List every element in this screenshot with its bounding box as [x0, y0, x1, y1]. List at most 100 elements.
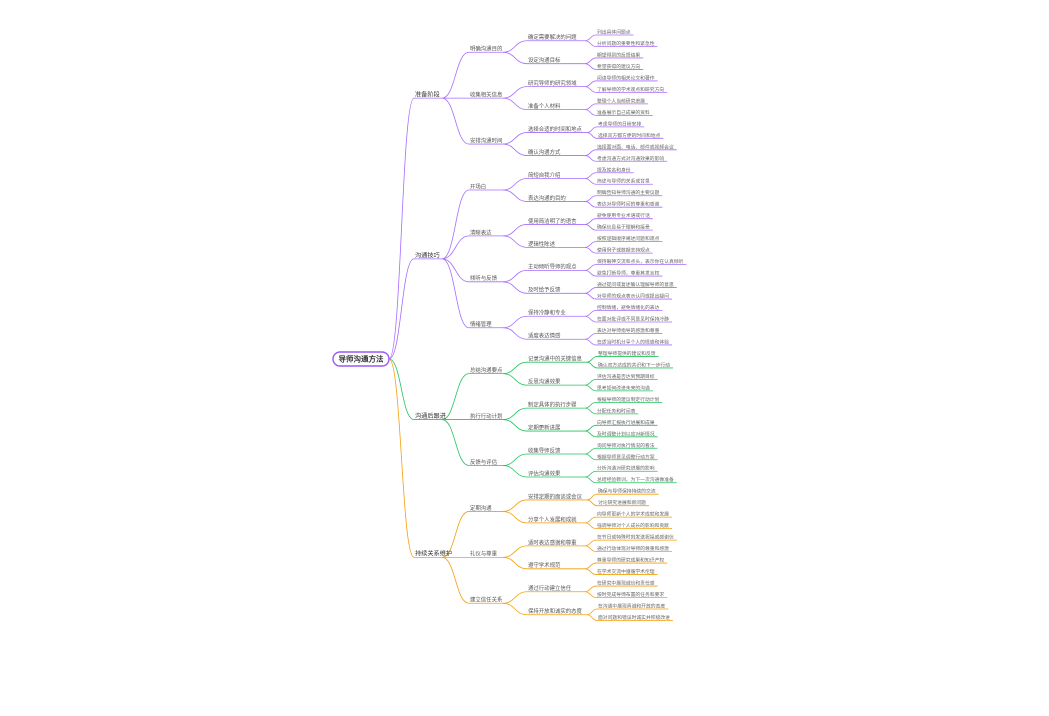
root-node[interactable]: 导师沟通方法: [332, 351, 390, 367]
leaf-label[interactable]: 简述与导师的关系或背景: [597, 178, 650, 185]
subtopic-label[interactable]: 保持冷静和专业: [528, 309, 566, 317]
leaf-label[interactable]: 选择面对面、电话、邮件或视频会议: [597, 143, 674, 150]
leaf-label[interactable]: 明确告知导师沟通的主要议题: [597, 189, 660, 196]
leaf-label[interactable]: 使用例子或数据支持观点: [597, 247, 650, 254]
leaf-label[interactable]: 在适当时机分享个人的情感和体验: [597, 338, 669, 345]
subtopic-label[interactable]: 使用简洁明了的语言: [528, 217, 577, 225]
topic-label[interactable]: 反馈与评估: [470, 458, 498, 466]
leaf-label[interactable]: 保持眼神交流和点头，表示你在认真倾听: [597, 258, 684, 265]
leaf-label[interactable]: 阅读导师的相关论文和著作: [597, 74, 655, 81]
branch-label[interactable]: 持续关系维护: [415, 550, 452, 558]
leaf-label[interactable]: 了解导师的学术观点和研究方向: [597, 86, 664, 93]
leaf-label[interactable]: 尊重导师的研究成果和知识产权: [597, 557, 664, 564]
topic-label[interactable]: 倾听与反馈: [470, 274, 498, 282]
leaf-label[interactable]: 希望获得的建议方向: [597, 63, 640, 70]
topic-label[interactable]: 清晰表达: [470, 228, 492, 236]
leaf-label[interactable]: 分析问题的重要性和紧急性: [597, 40, 655, 47]
subtopic-label[interactable]: 分享个人发展和成就: [528, 515, 577, 523]
subtopic-label[interactable]: 保持开放和诚实的态度: [528, 607, 583, 615]
leaf-label[interactable]: 准备展示自己成果的资料: [597, 109, 650, 116]
leaf-label[interactable]: 向导师更新个人的学术成就和发展: [597, 511, 669, 518]
leaf-label[interactable]: 考虑导师的日程安排: [598, 120, 641, 127]
leaf-label[interactable]: 面对问题和错误时诚实并积极改进: [598, 614, 670, 621]
leaf-label[interactable]: 分配任务和时间表: [597, 407, 636, 414]
leaf-label[interactable]: 列出具体问题点: [597, 29, 631, 36]
leaf-label[interactable]: 强调导师对个人成长的影响和贡献: [597, 522, 669, 529]
subtopic-label[interactable]: 确认沟通方式: [528, 148, 561, 156]
topic-label[interactable]: 执行行动计划: [470, 412, 502, 420]
leaf-label[interactable]: 通过提问或复述确认理解导师的意思: [597, 281, 674, 288]
leaf-label[interactable]: 控制情绪，避免情绪化的表达: [597, 304, 660, 311]
subtopic-label[interactable]: 研究导师的研究领域: [528, 79, 577, 87]
subtopic-label[interactable]: 收集导师反馈: [528, 446, 561, 454]
leaf-label[interactable]: 在学术交流中遵循学术伦理: [597, 568, 655, 575]
subtopic-label[interactable]: 设定沟通目标: [528, 56, 561, 64]
leaf-label[interactable]: 在节日或特殊时刻发送祝福或感谢信: [597, 534, 674, 541]
subtopic-label[interactable]: 遵守学术规范: [528, 561, 561, 569]
topic-label[interactable]: 安排沟通时间: [470, 136, 502, 144]
topic-label[interactable]: 开场白: [470, 182, 486, 190]
subtopic-label[interactable]: 定期更新进展: [528, 423, 561, 431]
leaf-label[interactable]: 确保信息易于理解和接受: [597, 224, 650, 231]
leaf-label[interactable]: 根据导师意见调整行动方案: [597, 453, 655, 460]
leaf-label[interactable]: 向导师汇报执行进展和成果: [597, 419, 655, 426]
leaf-label[interactable]: 在沟通中展现真诚和开放的态度: [598, 603, 665, 610]
leaf-label[interactable]: 避免使用专业术语或行话: [597, 212, 650, 219]
leaf-label[interactable]: 根据导师的建议制定行动计划: [597, 396, 660, 403]
leaf-label[interactable]: 在面对批评或不同意见时保持冷静: [597, 316, 669, 323]
leaf-label[interactable]: 在研究中展现诚信和责任感: [597, 580, 655, 587]
leaf-label[interactable]: 提及姓名和身份: [597, 166, 631, 173]
subtopic-label[interactable]: 适时表达感谢和尊重: [528, 538, 577, 546]
subtopic-label[interactable]: 通过行动建立信任: [528, 584, 572, 592]
leaf-label[interactable]: 按照逻辑顺序阐述问题和观点: [597, 235, 660, 242]
subtopic-label[interactable]: 选择合适的时间和地点: [528, 125, 583, 133]
subtopic-label[interactable]: 准备个人材料: [528, 102, 561, 110]
leaf-label[interactable]: 整理导师提供的建议和反馈: [598, 350, 656, 357]
leaf-label[interactable]: 按时完成导师布置的任务和要求: [597, 591, 664, 598]
connector-topic-to-subtopic: [502, 407, 528, 420]
leaf-label[interactable]: 期望得到的反馈结果: [597, 51, 640, 58]
leaf-label[interactable]: 询问导师对执行情况的看法: [597, 442, 655, 449]
leaf-label[interactable]: 总结经验教训，为下一次沟通做准备: [597, 476, 674, 483]
leaf-label[interactable]: 表达对导师指导的感激和尊重: [597, 327, 660, 334]
leaf-label[interactable]: 讨论研究进展和新问题: [598, 499, 646, 506]
leaf-label[interactable]: 对导师的观点表示认同或提出疑问: [597, 293, 669, 300]
subtopic-label[interactable]: 主动倾听导师的观点: [528, 263, 577, 271]
leaf-label[interactable]: 及时调整计划以应对新情况: [597, 430, 655, 437]
subtopic-label[interactable]: 记录沟通中的关键信息: [528, 355, 583, 363]
subtopic-label[interactable]: 反思沟通效果: [528, 378, 561, 386]
leaf-label[interactable]: 表达对导师时间的尊重和感谢: [597, 201, 660, 208]
leaf-label[interactable]: 整理个人当前研究进展: [597, 97, 645, 104]
topic-label[interactable]: 建立信任关系: [470, 596, 503, 604]
subtopic-label[interactable]: 确定需要解决的问题: [528, 33, 577, 41]
leaf-label[interactable]: 选择双方都方便的时间和地点: [598, 132, 661, 139]
subtopic-label[interactable]: 适度表达情感: [528, 332, 561, 340]
branch-label[interactable]: 准备阶段: [415, 91, 440, 99]
subtopic-label[interactable]: 逻辑性陈述: [528, 240, 556, 248]
branch-label[interactable]: 沟通技巧: [415, 251, 440, 259]
leaf-label[interactable]: 确认双方达成的共识和下一步行动: [598, 361, 670, 368]
leaf-label[interactable]: 评估沟通是否达到预期目标: [597, 373, 655, 380]
subtopic-label[interactable]: 评估沟通效果: [528, 469, 561, 477]
leaf-label[interactable]: 思考如何改进未来的沟通: [597, 384, 650, 391]
connector-subtopic-to-leaf: [584, 149, 597, 156]
subtopic-label[interactable]: 表达沟通的目的: [528, 194, 566, 202]
branch-label[interactable]: 沟通后跟进: [415, 412, 446, 420]
leaf-label[interactable]: 通过行动体现对导师的尊重和感激: [597, 545, 669, 552]
leaf-label[interactable]: 考虑沟通方式对沟通效果的影响: [597, 155, 664, 162]
leaf-label[interactable]: 避免打断导师，尊重其发言权: [597, 270, 660, 277]
topic-label[interactable]: 情绪管理: [470, 320, 492, 328]
subtopic-label[interactable]: 及时给予反馈: [528, 286, 561, 294]
subtopic-label[interactable]: 制定具体的执行步骤: [528, 401, 577, 409]
topic-label[interactable]: 明确沟通目的: [470, 45, 502, 53]
subtopic-label[interactable]: 简短自我介绍: [528, 171, 560, 179]
leaf-label[interactable]: 分析沟通对研究进展的影响: [597, 465, 655, 472]
topic-label[interactable]: 礼仪与尊重: [470, 550, 498, 558]
topic-label[interactable]: 总结沟通要点: [470, 366, 503, 374]
subtopic-label[interactable]: 安排定期的面谈或会议: [528, 492, 583, 500]
connector-subtopic-to-leaf: [584, 269, 597, 277]
topic-label[interactable]: 定期沟通: [470, 504, 492, 512]
topic-label[interactable]: 收集相关信息: [470, 91, 503, 99]
leaf-label[interactable]: 确保与导师保持持续的交流: [598, 488, 656, 495]
connector-subtopic-to-leaf: [584, 333, 597, 340]
